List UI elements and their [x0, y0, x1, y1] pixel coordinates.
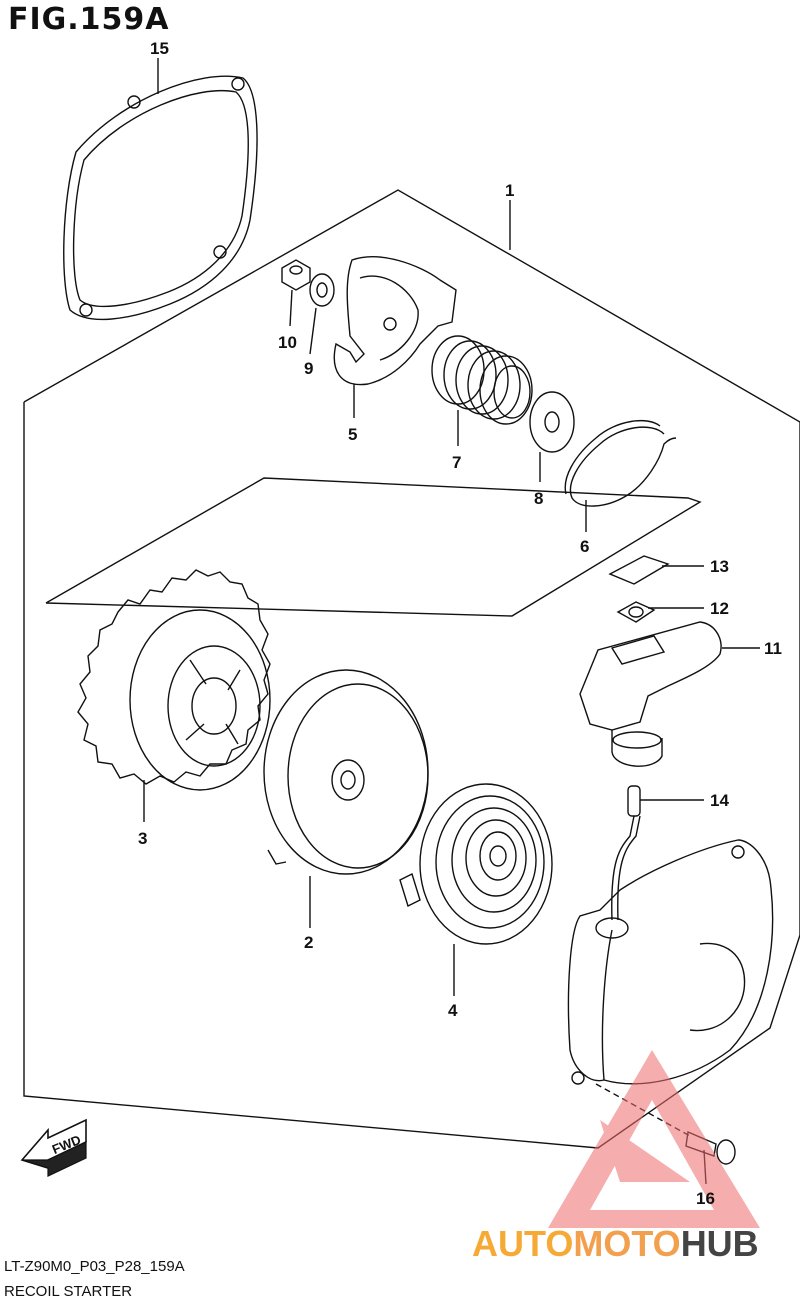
callout-6: 6 [580, 537, 589, 556]
callout-2: 2 [304, 933, 313, 952]
starter-case [567, 839, 774, 1085]
plate-part-13 [608, 555, 670, 585]
callout-13: 13 [710, 557, 729, 576]
watermark-hub: HUB [680, 1223, 759, 1264]
grommet-part-12 [616, 601, 656, 623]
callout-10: 10 [278, 333, 297, 352]
figure-name: RECOIL STARTER [4, 1283, 133, 1300]
washer-part-8 [529, 391, 575, 453]
figure-code: LT-Z90M0_P03_P28_159A [4, 1258, 185, 1275]
callout-5: 5 [348, 425, 357, 444]
watermark-logo-icon [548, 1050, 760, 1228]
ratchet-guide-part-5 [333, 256, 457, 386]
callout-15: 15 [150, 39, 169, 58]
reel-part-2 [263, 669, 429, 875]
rope-part-14 [611, 785, 641, 921]
callout-12: 12 [710, 599, 729, 618]
nut-part-10 [281, 259, 311, 291]
callout-8: 8 [534, 489, 543, 508]
callout-7: 7 [452, 453, 461, 472]
fwd-arrow-icon: FWD [20, 1118, 87, 1177]
assembly-bracket-inner [45, 477, 702, 617]
callout-9: 9 [304, 359, 313, 378]
callout-14: 14 [710, 791, 729, 810]
callout-11: 11 [764, 639, 782, 658]
watermark-text: AUTOMOTOHUB [472, 1223, 759, 1265]
gasket-part-15 [63, 75, 258, 321]
callout-16: 16 [696, 1189, 715, 1208]
callouts: 15 1 10 9 5 7 8 6 13 12 11 14 3 2 4 16 [138, 39, 782, 1208]
callout-4: 4 [448, 1001, 458, 1020]
assembly-bracket-outer [23, 189, 800, 1149]
washer-part-9 [309, 273, 335, 307]
drive-gear-part-3 [77, 569, 271, 791]
callout-3: 3 [138, 829, 147, 848]
watermark-auto: AUTO [472, 1223, 574, 1264]
callout-1: 1 [505, 181, 514, 200]
friction-spring-part-6 [564, 419, 677, 507]
figure-title: FIG.159A [8, 2, 170, 37]
spring-part-7 [431, 335, 533, 425]
recoil-spring-part-4 [399, 783, 553, 945]
watermark-moto: MOTO [573, 1223, 681, 1264]
handle-part-11 [579, 621, 722, 767]
